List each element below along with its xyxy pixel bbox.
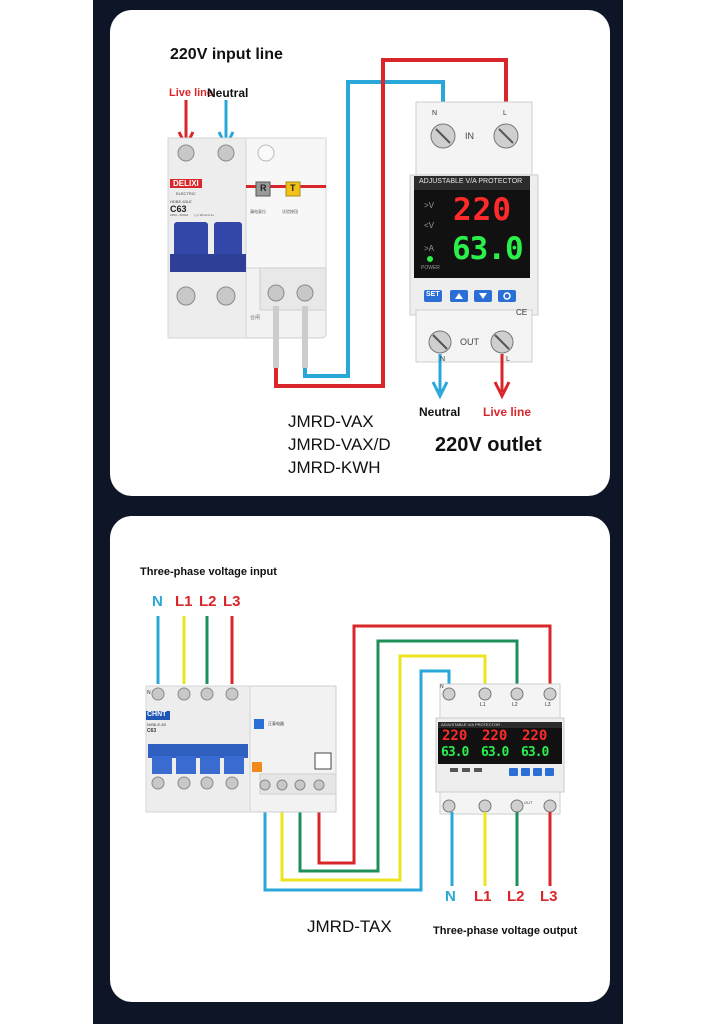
delixi-breaker bbox=[167, 137, 327, 368]
live-wire bbox=[274, 58, 508, 388]
over-current-indicator: >A bbox=[424, 244, 435, 253]
output-label-l1: L1 bbox=[474, 888, 492, 905]
model-vax: JMRD-VAX bbox=[288, 412, 374, 431]
input-line-title: 220V input line bbox=[170, 46, 283, 63]
input-label-l2: L2 bbox=[199, 593, 217, 610]
neutral-in-label: Neutral bbox=[207, 86, 249, 100]
outlet-title: 220V outlet bbox=[435, 434, 542, 456]
model-tax: JMRD-TAX bbox=[307, 917, 392, 936]
reset-button-sub: 漏电复位 bbox=[250, 209, 266, 214]
breaker-brand: DELIXI bbox=[170, 179, 202, 188]
tax-out-label: OUT bbox=[524, 800, 533, 805]
voltage-readout: 220 bbox=[453, 192, 512, 228]
output-label-n: N bbox=[445, 888, 456, 905]
ce-mark: CE bbox=[516, 308, 528, 317]
test-button-sub: 试验按钮 bbox=[282, 209, 298, 214]
protector-header: ADJUSTABLE V/A PROTECTOR bbox=[419, 178, 523, 185]
tax-header: ADJUSTABLE V/A PROTECTOR bbox=[441, 722, 500, 727]
live-line-in-label: Live line bbox=[169, 87, 214, 99]
over-voltage-indicator: >V bbox=[424, 201, 435, 210]
set-button-label: SET bbox=[426, 291, 440, 298]
tax-voltage-3: 220 bbox=[522, 728, 548, 744]
tax-voltage-1: 220 bbox=[442, 728, 468, 744]
protector-in-label: IN bbox=[465, 131, 474, 141]
tax-terminal-l3: L3 bbox=[545, 702, 551, 708]
protector-terminal-l: L bbox=[503, 110, 507, 117]
tax-current-3: 63.0 bbox=[521, 745, 549, 760]
tax-current-2: 63.0 bbox=[481, 745, 509, 760]
input-label-n: N bbox=[152, 593, 163, 610]
input-label-l1: L1 bbox=[175, 593, 193, 610]
wire-l1 bbox=[280, 654, 487, 882]
wire-n bbox=[263, 669, 451, 892]
current-readout: 63.0 bbox=[452, 231, 524, 267]
power-indicator-label: POWER bbox=[421, 265, 440, 271]
breaker-spec: 230V~ 6000A bbox=[170, 213, 189, 217]
three-phase-diagram bbox=[145, 616, 565, 892]
tax-terminal-n: N bbox=[440, 684, 444, 690]
chnt-n-mark: N bbox=[147, 690, 151, 696]
va-protector bbox=[409, 101, 539, 363]
single-phase-card: 220V input line Live line Neutral DELIXI… bbox=[110, 10, 610, 496]
tax-terminal-l2: L2 bbox=[512, 702, 518, 708]
protector-out-terminal-l: L bbox=[506, 356, 510, 363]
model-kwh: JMRD-KWH bbox=[288, 458, 381, 477]
breaker-brand-sub: ELECTRIC bbox=[176, 191, 196, 196]
input-label-l3: L3 bbox=[223, 593, 241, 610]
test-button-label: T bbox=[290, 183, 296, 193]
neutral-out-label: Neutral bbox=[419, 405, 461, 419]
output-label-l3: L3 bbox=[540, 888, 558, 905]
chnt-model: NXBLE-63 bbox=[147, 722, 166, 727]
protector-out-terminal-n: N bbox=[440, 356, 446, 363]
breaker-rating: C63 bbox=[170, 204, 187, 214]
chnt-brand: CHNT bbox=[147, 711, 167, 718]
reset-button-label: R bbox=[260, 183, 267, 193]
chnt-tag: 正泰电器 bbox=[268, 721, 284, 726]
tax-current-1: 63.0 bbox=[441, 745, 469, 760]
protector-out-label: OUT bbox=[460, 337, 479, 347]
three-phase-card: Three-phase voltage input N L1 L2 L3 CHN… bbox=[110, 516, 610, 1002]
three-phase-input-title: Three-phase voltage input bbox=[140, 566, 277, 578]
model-list: JMRD-VAX JMRD-VAX/D JMRD-KWH bbox=[288, 410, 391, 479]
wire-l3 bbox=[317, 624, 552, 865]
breaker-spec-2: I△n 30mA 0.1s bbox=[194, 213, 214, 217]
output-label-l2: L2 bbox=[507, 888, 525, 905]
wire-l2 bbox=[298, 639, 519, 873]
breaker-model: HDBE-63LE bbox=[170, 199, 192, 204]
tax-protector bbox=[435, 683, 565, 815]
under-voltage-indicator: <V bbox=[424, 221, 435, 230]
model-vax-d: JMRD-VAX/D bbox=[288, 435, 391, 454]
protector-terminal-n: N bbox=[432, 110, 438, 117]
single-phase-diagram bbox=[167, 58, 539, 400]
chnt-breaker bbox=[145, 685, 337, 813]
chnt-rating: C63 bbox=[147, 728, 157, 734]
tax-terminal-l1: L1 bbox=[480, 702, 486, 708]
live-line-out-label: Live line bbox=[483, 405, 532, 419]
three-phase-output-title: Three-phase voltage output bbox=[433, 925, 578, 937]
tax-voltage-2: 220 bbox=[482, 728, 508, 744]
neutral-wire bbox=[303, 80, 445, 378]
breaker-bottom-mark: 合闸 bbox=[250, 315, 261, 321]
